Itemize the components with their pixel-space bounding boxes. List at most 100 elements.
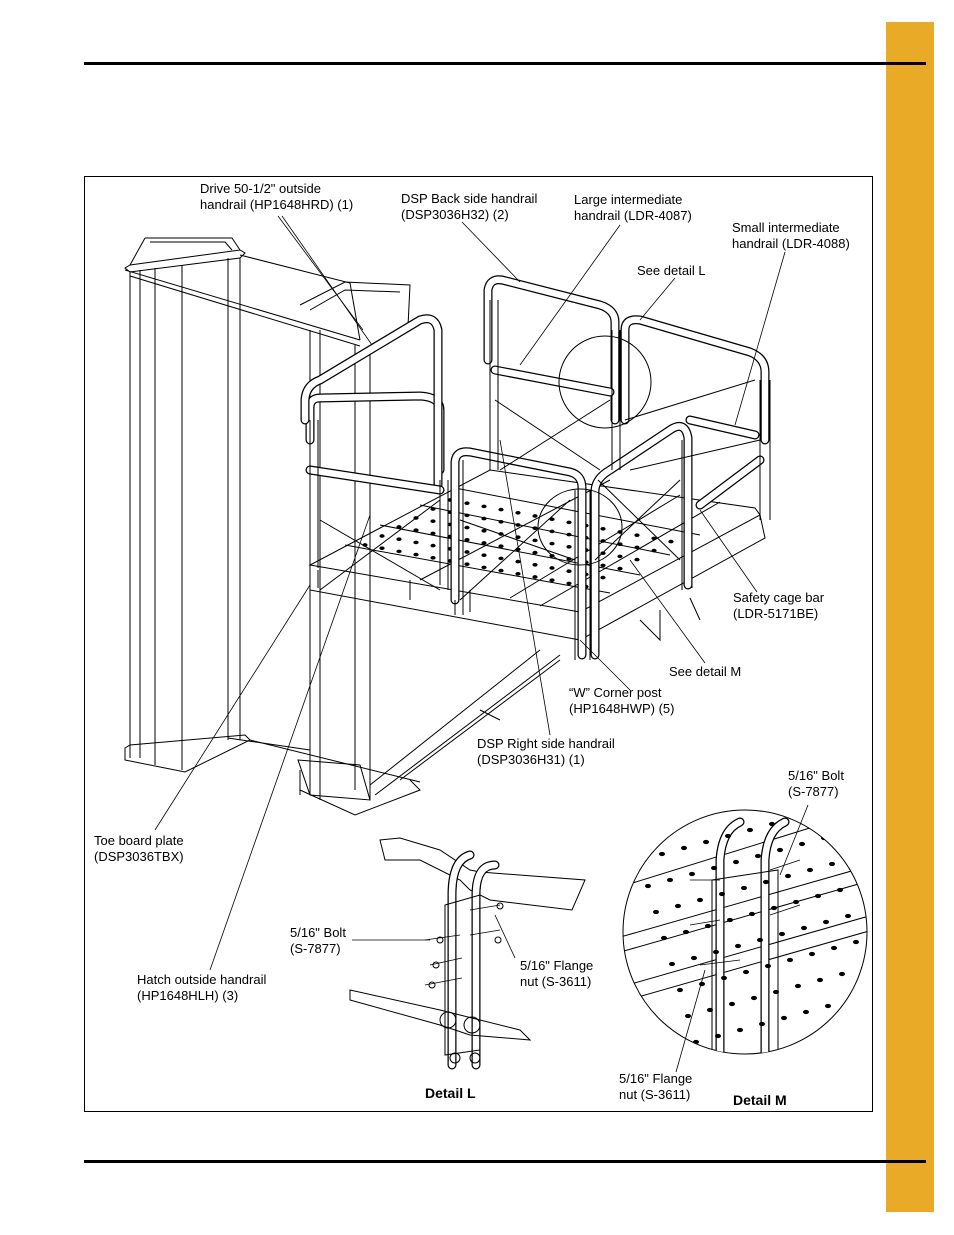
label-large-intermediate: Large intermediate handrail (LDR-4087) [574,192,692,224]
deck-hole [481,541,487,545]
deck-hole [498,519,504,524]
detail-l-title: Detail L [425,1085,476,1101]
deck-hole [897,928,903,932]
deck-hole [837,887,843,893]
deck-hole [727,917,733,923]
deck-hole [532,526,538,531]
detail-m-drawing [622,804,919,1073]
label-line: handrail (HP1648HRD) (1) [200,197,354,212]
deck-hole [787,957,793,963]
label-line: “W” Corner post [569,685,662,700]
deck-hole [634,545,640,550]
deck-hole [617,542,623,547]
deck-hole [779,931,785,937]
deck-hole [667,877,673,883]
deck-hole [481,553,487,558]
deck-hole [464,537,470,542]
deck-hole [853,939,859,945]
label-right-side-handrail: DSP Right side handrail (DSP3036H31) (1) [477,736,615,768]
deck-hole [703,839,709,845]
deck-hole [713,949,719,955]
label-detail-m-bolt: 5/16" Bolt (S-7877) [788,768,844,800]
deck-hole [719,891,725,897]
deck-hole [549,578,555,583]
deck-hole [464,501,470,506]
deck-hole [379,534,385,538]
deck-hole [464,562,470,567]
deck-hole [873,850,879,854]
deck-hole [913,980,919,984]
deck-hole [532,562,538,567]
deck-hole [793,899,799,905]
deck-hole [743,969,749,975]
deck-hole [430,555,436,560]
deck-hole [600,575,606,580]
deck-hole [813,810,819,815]
label-line: DSP Right side handrail [477,736,615,751]
deck-hole [721,975,727,981]
figure-frame [84,176,873,1112]
deck-hole [697,897,703,903]
deck-hole [515,571,521,576]
deck-hole [600,539,606,543]
footer-rule [84,1160,926,1163]
label-line: (S-7877) [788,784,839,799]
deck-hole [867,908,873,912]
deck-hole [600,526,606,531]
deck-hole [669,961,675,967]
deck-hole [875,934,881,938]
label-line: (HP1648HWP) (5) [569,701,675,716]
deck-hole [677,987,683,993]
deck-hole [749,911,755,917]
deck-hole [747,827,753,833]
detail-m-marker [537,488,623,566]
label-line: Small intermediate [732,220,840,235]
deck-hole [737,1027,743,1033]
deck-hole [396,525,402,529]
deck-hole [668,539,674,544]
deck-hole [645,883,651,889]
deck-hole [803,1009,809,1015]
label-line: handrail (LDR-4087) [574,208,692,223]
label-line: Hatch outside handrail [137,972,267,987]
deck-hole [757,937,763,943]
deck-hole [498,556,504,561]
label-corner-post: “W” Corner post (HP1648HWP) (5) [569,685,674,717]
deck-hole [773,989,779,995]
header-rule [84,62,926,65]
deck-hole [905,954,911,958]
deck-hole [831,945,837,951]
deck-hole [634,557,640,562]
deck-hole [430,507,436,511]
deck-hole [869,992,875,996]
deck-hole [881,876,887,880]
deck-hole [498,544,504,549]
deck-holes [362,498,674,589]
deck-hole [835,804,841,808]
section-tab [886,22,934,1212]
deck-hole [498,568,504,573]
deck-hole [661,935,667,941]
label-line: (HP1648HLH) (3) [137,988,239,1003]
deck-hole [566,569,572,574]
label-line: 5/16" Bolt [290,925,346,940]
deck-hole [617,566,623,571]
deck-hole [851,855,857,861]
deck-hole [515,510,521,515]
label-see-detail-m: See detail M [669,664,741,680]
detail-l-drawing [349,837,586,1070]
deck-hole [430,543,436,548]
deck-hole [413,540,419,545]
deck-hole [549,541,555,546]
deck-hole [771,905,777,911]
deck-hole [889,902,895,906]
deck-hole [651,536,657,541]
deck-hole [637,857,643,863]
deck-hole [430,531,436,536]
deck-hole [549,529,555,534]
leader-lines [154,215,786,971]
label-line: Drive 50-1/2" outside [200,181,321,196]
deck-hole [566,532,572,537]
deck-hole [741,885,747,891]
